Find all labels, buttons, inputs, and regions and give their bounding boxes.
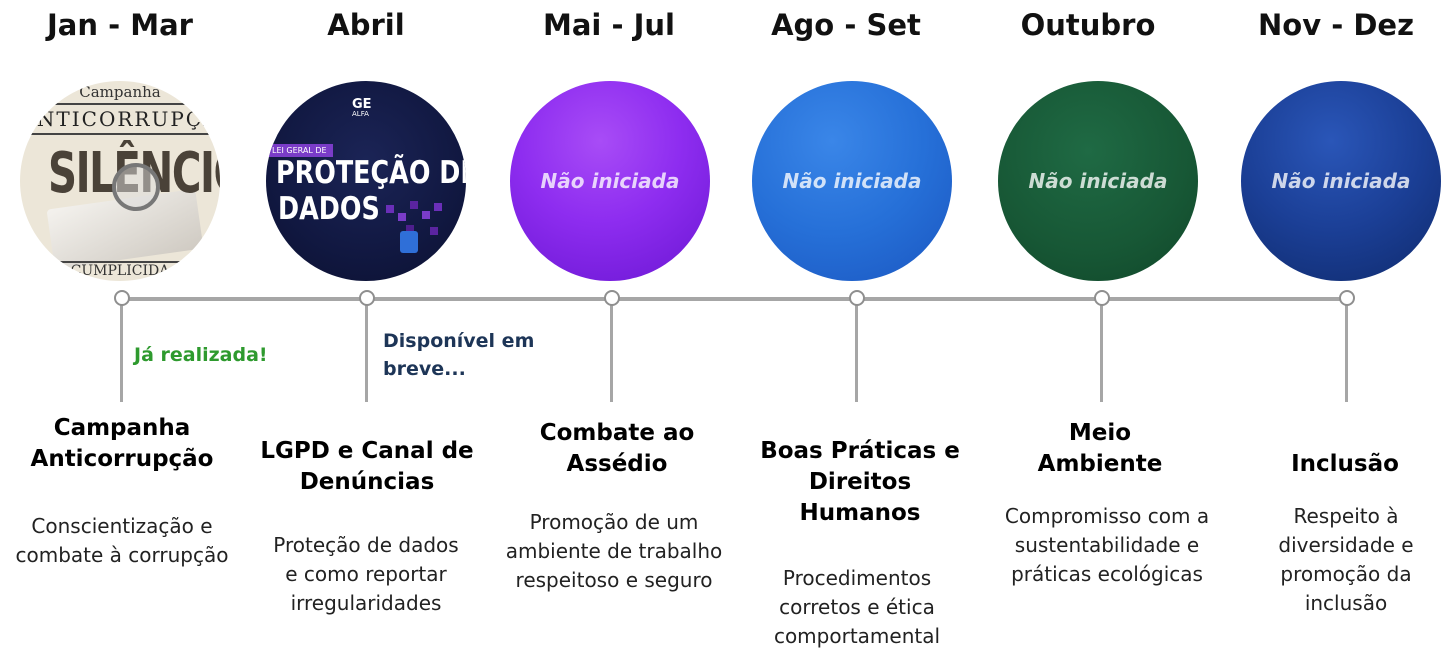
campaign-title-human-rights: Boas Práticas e Direitos Humanos: [760, 438, 960, 526]
image-text-bottom: CUMPLICIDA: [20, 261, 220, 279]
image-text-line1: Campanha: [79, 83, 161, 101]
timeline-node: [604, 290, 620, 306]
campaign-circle-inclusion: Não iniciada: [1241, 81, 1441, 281]
pixel-pattern-graphic: [386, 201, 442, 235]
campaign-desc-human-rights: Procedimentos corretos e ética comportam…: [773, 566, 941, 648]
status-done-note: Já realizada!: [134, 344, 268, 366]
campaign-image-anticorruption: Campanha ANTICORRUPÇA SILÊNCIO CUMPLICID…: [20, 81, 220, 281]
campaign-image-lgpd: GE ALFA LEI GERAL DE PROTEÇÃO DE DADOS: [266, 81, 466, 281]
campaign-title-anticorruption: Campanha Anticorrupção: [30, 415, 214, 472]
logo-subtext: ALFA: [352, 110, 369, 118]
image-badge: LEI GERAL DE: [266, 144, 333, 157]
lock-icon: [400, 231, 418, 253]
logo-text: GE: [352, 97, 372, 112]
period-label-2: Abril: [327, 8, 405, 42]
timeline-stem: [855, 305, 858, 402]
period-label-1: Jan - Mar: [47, 8, 193, 42]
campaign-desc-inclusion: Respeito à diversidade e promoção da inc…: [1278, 504, 1414, 615]
status-not-started: Não iniciada: [1028, 169, 1168, 193]
campaign-desc-environment: Compromisso com a sustentabilidade e prá…: [1004, 504, 1210, 586]
timeline-node: [849, 290, 865, 306]
period-label-5: Outubro: [1020, 8, 1156, 42]
campaign-desc-lgpd: Proteção de dados e como reportar irregu…: [273, 533, 459, 615]
period-label-6: Nov - Dez: [1258, 8, 1414, 42]
timeline-stem: [1100, 305, 1103, 402]
timeline-node: [1094, 290, 1110, 306]
image-title-line2: DADOS: [278, 191, 380, 227]
brand-logo: GE ALFA: [352, 98, 372, 118]
status-not-started: Não iniciada: [782, 169, 922, 193]
campaign-desc-anticorruption: Conscientização e combate à corrupção: [15, 514, 229, 567]
timeline-node: [114, 290, 130, 306]
campaign-circle-environment: Não iniciada: [998, 81, 1198, 281]
image-title-line1: PROTEÇÃO DE: [276, 155, 466, 191]
status-soon-note: Disponível em breve...: [383, 330, 535, 380]
period-label-4: Ago - Set: [771, 8, 921, 42]
status-not-started: Não iniciada: [1271, 169, 1411, 193]
campaign-title-lgpd: LGPD e Canal de Denúncias: [260, 438, 474, 495]
campaign-circle-human-rights: Não iniciada: [752, 81, 952, 281]
campaign-title-environment: Meio Ambiente: [1037, 420, 1163, 477]
campaign-circle-harassment: Não iniciada: [510, 81, 710, 281]
timeline-stem: [1345, 305, 1348, 402]
period-label-3: Mai - Jul: [543, 8, 675, 42]
magnifier-icon: [112, 163, 160, 211]
campaign-desc-harassment: Promoção de um ambiente de trabalho resp…: [505, 510, 723, 592]
timeline-stem: [365, 305, 368, 402]
campaign-title-inclusion: Inclusão: [1291, 451, 1399, 477]
timeline-node: [1339, 290, 1355, 306]
campaign-title-harassment: Combate ao Assédio: [539, 420, 695, 477]
timeline-stem: [610, 305, 613, 402]
image-text-line2: ANTICORRUPÇA: [20, 103, 220, 135]
status-not-started: Não iniciada: [540, 169, 680, 193]
timeline-axis: [122, 297, 1346, 301]
timeline-stem: [120, 305, 123, 402]
timeline-node: [359, 290, 375, 306]
